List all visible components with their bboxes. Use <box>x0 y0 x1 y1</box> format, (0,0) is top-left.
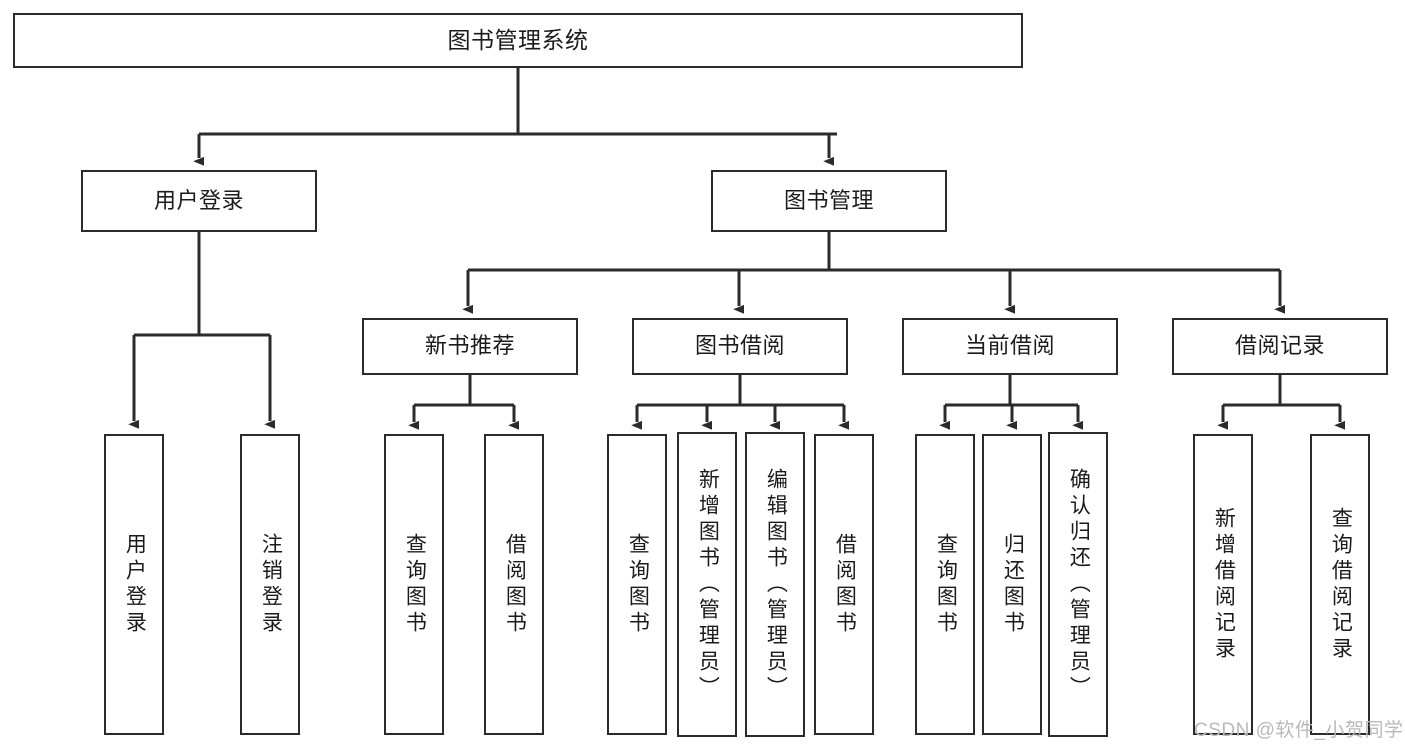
csdn-watermark: CSDN @软件_小贺同学 <box>1194 720 1404 741</box>
node-leaf-add-record[interactable]: 新增借阅记录 <box>1193 434 1253 735</box>
node-leaf-edit-book[interactable]: 编辑图书（管理员） <box>745 432 805 737</box>
leaf-label: 编辑图书（管理员） <box>764 467 788 702</box>
node-book-manage[interactable]: 图书管理 <box>711 170 947 232</box>
node-leaf-add-book[interactable]: 新增图书（管理员） <box>677 432 737 737</box>
node-borrow-record[interactable]: 借阅记录 <box>1172 318 1388 375</box>
leaf-label: 用户登录 <box>123 532 147 637</box>
node-leaf-query-book-2[interactable]: 查询图书 <box>607 434 667 735</box>
leaf-label: 注销登录 <box>259 532 283 637</box>
leaf-label: 确认归还（管理员） <box>1067 467 1091 702</box>
leaf-label: 查询图书 <box>626 532 650 637</box>
node-leaf-return-book[interactable]: 归还图书 <box>982 434 1042 735</box>
node-leaf-query-record[interactable]: 查询借阅记录 <box>1310 434 1370 735</box>
node-leaf-user-logout[interactable]: 注销登录 <box>240 434 300 735</box>
node-leaf-query-book-3[interactable]: 查询图书 <box>915 434 975 735</box>
leaf-label: 借阅图书 <box>833 532 857 637</box>
node-leaf-borrow-book-1[interactable]: 借阅图书 <box>484 434 544 735</box>
node-current-borrow[interactable]: 当前借阅 <box>902 318 1118 375</box>
leaf-label: 新增图书（管理员） <box>696 467 720 702</box>
leaf-label: 借阅图书 <box>503 532 527 637</box>
node-leaf-borrow-book-2[interactable]: 借阅图书 <box>814 434 874 735</box>
node-new-book-recommend[interactable]: 新书推荐 <box>362 318 578 375</box>
leaf-label: 查询借阅记录 <box>1329 506 1353 663</box>
leaf-label: 新增借阅记录 <box>1212 506 1236 663</box>
leaf-label: 查询图书 <box>934 532 958 637</box>
leaf-label: 查询图书 <box>403 532 427 637</box>
node-user-login[interactable]: 用户登录 <box>81 170 317 232</box>
node-leaf-confirm-return[interactable]: 确认归还（管理员） <box>1048 432 1108 737</box>
node-root-system[interactable]: 图书管理系统 <box>13 13 1023 68</box>
node-leaf-user-login[interactable]: 用户登录 <box>104 434 164 735</box>
node-leaf-query-book-1[interactable]: 查询图书 <box>384 434 444 735</box>
leaf-label: 归还图书 <box>1001 532 1025 637</box>
node-book-borrow[interactable]: 图书借阅 <box>632 318 848 375</box>
